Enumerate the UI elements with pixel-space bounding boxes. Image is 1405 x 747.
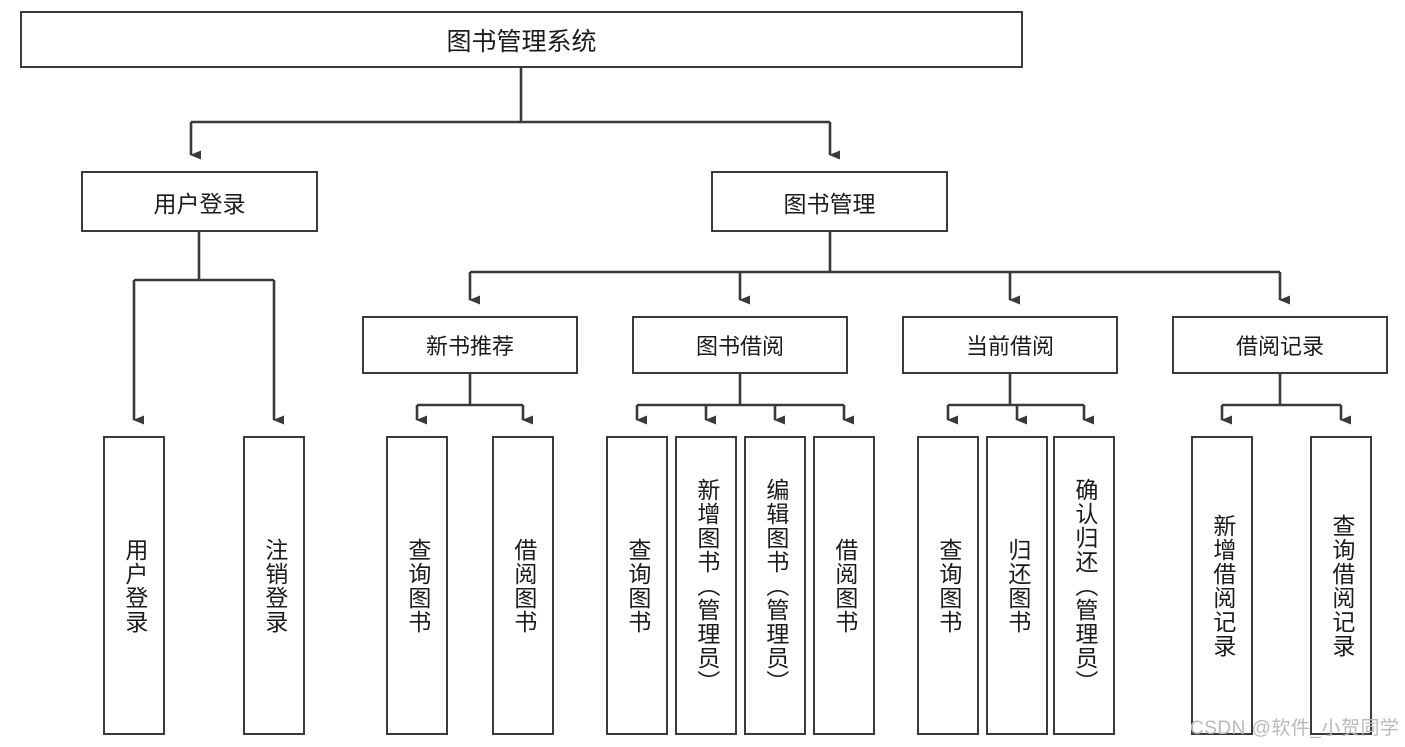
node-new-book-recommend[interactable]: 新书推荐 [362,316,578,374]
node-label: 用户登录 [121,537,148,634]
leaf-query-book-borrow[interactable]: 查询图书 [606,436,668,735]
node-label: 查询图书 [404,537,431,634]
node-user-login[interactable]: 用户登录 [81,171,318,232]
node-label: 归还图书 [1004,537,1031,634]
node-label: 查询借阅记录 [1328,513,1355,658]
leaf-add-borrow-record[interactable]: 新增借阅记录 [1191,436,1253,735]
leaf-user-login[interactable]: 用户登录 [103,436,165,735]
leaf-add-book-admin[interactable]: 新增图书（管理员） [675,436,737,735]
leaf-logout[interactable]: 注销登录 [243,436,305,735]
node-label: 图书管理系统 [446,27,597,56]
node-label: 编辑图书（管理员） [762,477,789,694]
leaf-borrow-book[interactable]: 借阅图书 [813,436,875,735]
node-label: 借阅图书 [831,537,858,634]
leaf-edit-book-admin[interactable]: 编辑图书（管理员） [744,436,806,735]
leaf-confirm-return-admin[interactable]: 确认归还（管理员） [1053,436,1115,735]
node-label: 当前借阅 [965,334,1054,359]
node-label: 图书借阅 [695,334,784,359]
node-label: 注销登录 [261,537,288,634]
node-current-borrow[interactable]: 当前借阅 [902,316,1118,374]
node-label: 查询图书 [624,537,651,634]
node-label: 新增图书（管理员） [693,477,720,694]
node-label: 新书推荐 [425,334,514,359]
leaf-return-book[interactable]: 归还图书 [986,436,1048,735]
leaf-query-borrow-record[interactable]: 查询借阅记录 [1310,436,1372,735]
leaf-query-book-newbook[interactable]: 查询图书 [386,436,448,735]
node-book-borrow[interactable]: 图书借阅 [632,316,848,374]
node-book-management[interactable]: 图书管理 [711,171,948,232]
node-label: 借阅记录 [1235,334,1324,359]
node-borrow-record[interactable]: 借阅记录 [1172,316,1388,374]
node-label: 新增借阅记录 [1209,513,1236,658]
node-root-system[interactable]: 图书管理系统 [20,11,1023,68]
leaf-query-book-current[interactable]: 查询图书 [917,436,979,735]
node-label: 图书管理 [783,190,876,217]
node-label: 查询图书 [935,537,962,634]
node-label: 确认归还（管理员） [1071,477,1098,694]
leaf-borrow-book-newbook[interactable]: 借阅图书 [492,436,554,735]
node-label: 用户登录 [153,190,246,217]
node-label: 借阅图书 [510,537,537,634]
